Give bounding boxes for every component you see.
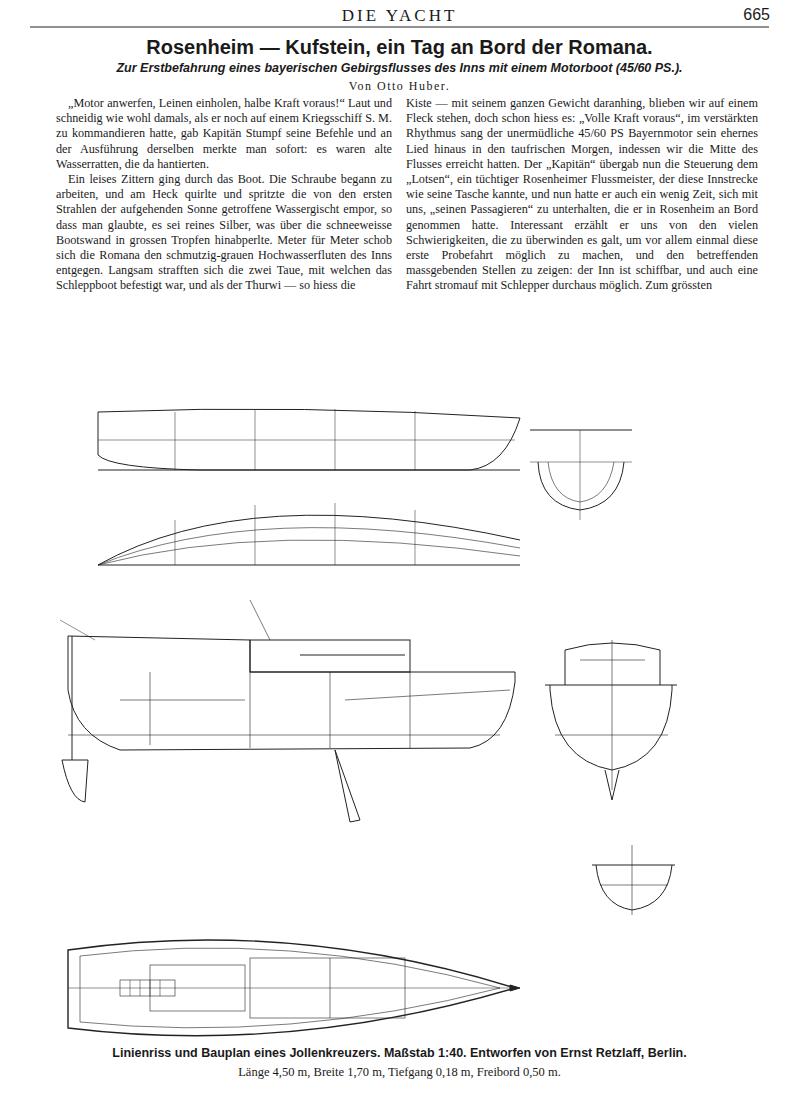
author-line: Von Otto Huber.: [0, 79, 799, 94]
article-title: Rosenheim — Kufstein, ein Tag an Bord de…: [0, 36, 799, 59]
construction-profile: [60, 600, 515, 822]
body-paragraph: Kiste — mit seinem ganzen Gewicht daranh…: [406, 96, 758, 294]
page-number: 665: [730, 6, 770, 24]
fore-section: [592, 845, 675, 915]
body-paragraph: Ein leises Zittern ging durch das Boot. …: [56, 172, 392, 294]
running-head: DIE YACHT: [0, 6, 799, 26]
text-column: „Motor anwerfen, Leinen einholen, halbe …: [56, 96, 392, 294]
figure-caption: Linienriss und Bauplan eines Jollenkreuz…: [0, 1046, 799, 1060]
lines-body-plan: [530, 430, 632, 520]
figure-dimensions: Länge 4,50 m, Breite 1,70 m, Tiefgang 0,…: [0, 1065, 799, 1080]
body-paragraph: „Motor anwerfen, Leinen einholen, halbe …: [56, 96, 392, 172]
lines-profile: [98, 409, 520, 470]
deck-plan: [68, 940, 520, 1036]
header-rule: [30, 27, 769, 28]
midship-section: [545, 640, 677, 800]
lines-half-breadth: [98, 503, 520, 565]
article-subtitle: Zur Erstbefahrung eines bayerischen Gebi…: [20, 61, 779, 75]
text-column: Kiste — mit seinem ganzen Gewicht daranh…: [406, 96, 758, 294]
